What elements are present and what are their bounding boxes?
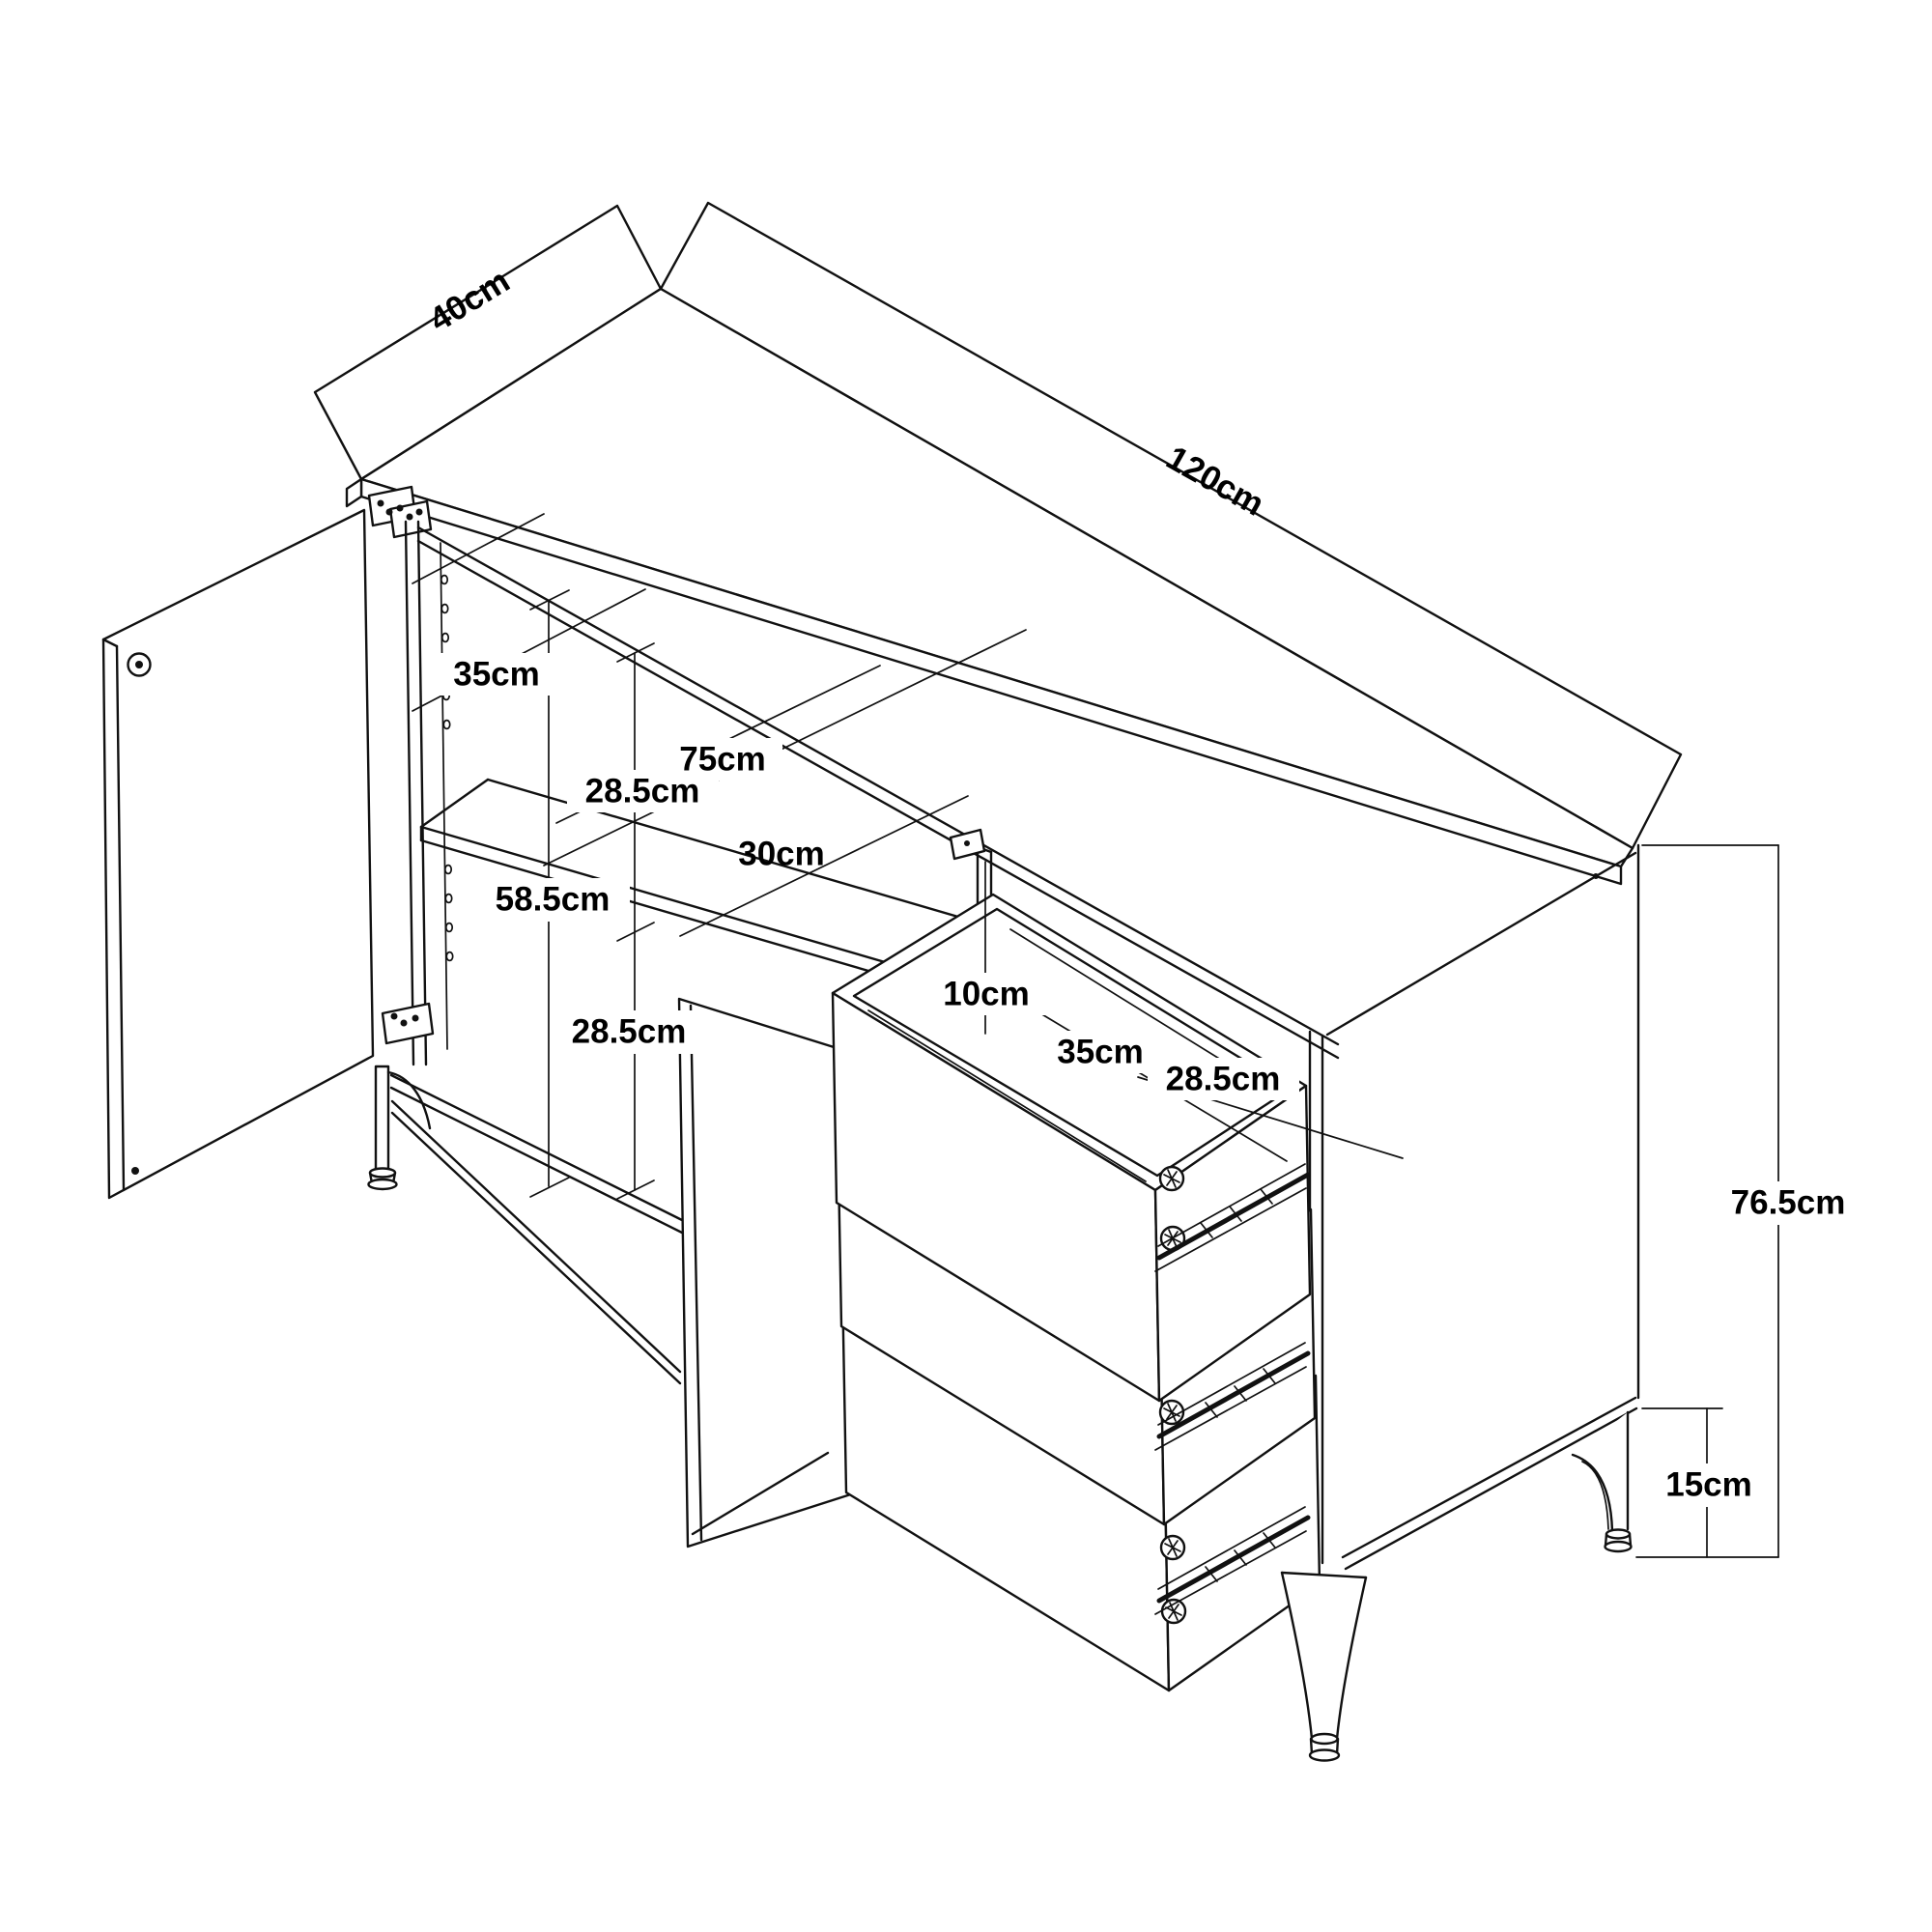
left-side-inner-panel — [440, 542, 448, 1050]
door-hinge-plate — [949, 828, 986, 861]
left-door — [101, 508, 375, 1200]
dim-lower-compartment-height-label: 28.5cm — [572, 1013, 687, 1051]
label-backgrounds — [437, 653, 1872, 1507]
carcass-front-left-edge — [404, 520, 428, 1066]
dim-interior-height-label: 58.5cm — [496, 881, 611, 919]
dim-leg-height-label: 15cm — [1665, 1466, 1752, 1504]
dim-drawer-section-width-label: 30cm — [738, 836, 825, 873]
dim-compartment-width-label: 75cm — [679, 741, 766, 779]
dim-drawer-back-gap-label: 10cm — [943, 976, 1030, 1013]
dim-pin-spacing-label: 35cm — [453, 656, 540, 694]
base-front-rails — [389, 1073, 684, 1385]
front-left-leg — [367, 1065, 432, 1191]
base-side-rail — [1341, 1396, 1638, 1571]
dim-drawer-inner-width-label: 35cm — [1057, 1034, 1144, 1071]
front-right-leg — [1280, 1571, 1368, 1762]
dim-overall-height-label: 76.5cm — [1731, 1184, 1846, 1222]
dim-drawer-inner-depth-label: 28.5cm — [1166, 1061, 1281, 1098]
top-panel — [345, 287, 1634, 886]
top-hinge-plate — [367, 485, 433, 539]
compartment-height-dimension-line — [616, 642, 655, 1200]
back-right-leg — [1571, 1410, 1633, 1553]
bottom-hinge-plate — [381, 1002, 435, 1045]
dim-upper-compartment-height-label: 28.5cm — [585, 773, 700, 810]
